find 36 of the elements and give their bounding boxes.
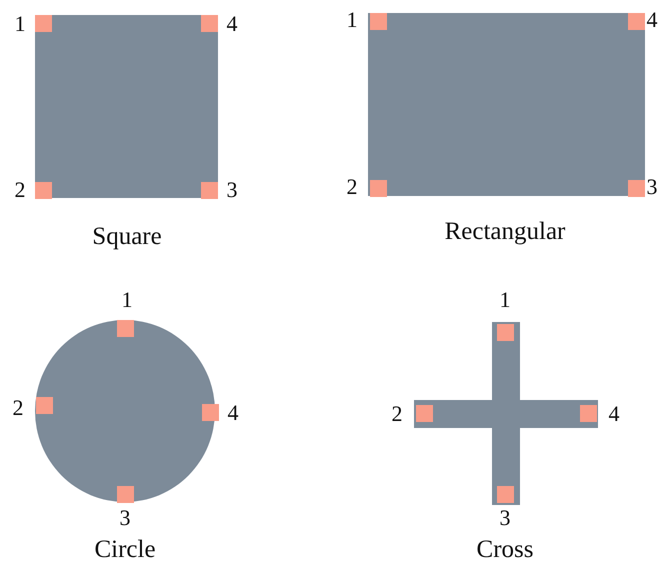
- contact-pad: [201, 15, 218, 32]
- contact-pad: [497, 486, 514, 503]
- pad-number: 4: [228, 401, 238, 425]
- contact-pad: [117, 486, 134, 503]
- contact-pad: [201, 182, 218, 199]
- pad-number: 1: [500, 288, 510, 312]
- shape-caption: Circle: [94, 536, 156, 564]
- pad-number: 2: [392, 402, 402, 426]
- shape-caption: Rectangular: [444, 218, 566, 246]
- pad-number: 4: [226, 12, 238, 36]
- pad-number: 2: [12, 396, 24, 420]
- contact-pad: [580, 405, 597, 422]
- pad-number: 1: [122, 288, 132, 312]
- contact-pad: [370, 13, 387, 30]
- contact-pad: [117, 320, 134, 337]
- contact-pad: [497, 324, 514, 341]
- contact-pad: [628, 13, 645, 30]
- pad-number: 2: [14, 178, 26, 202]
- contact-pad: [370, 180, 387, 197]
- shape-caption: Cross: [476, 536, 534, 564]
- shape-caption: Square: [92, 223, 162, 251]
- pad-number: 3: [226, 178, 238, 202]
- contact-pad: [202, 404, 219, 421]
- contact-pad: [416, 405, 433, 422]
- pad-number: 1: [346, 8, 358, 32]
- contact-pad: [35, 15, 52, 32]
- pad-number: 2: [346, 175, 358, 199]
- contact-pad: [36, 397, 53, 414]
- contact-pad: [35, 182, 52, 199]
- pad-number: 3: [120, 506, 130, 530]
- pad-number: 4: [608, 402, 620, 426]
- pad-number: 3: [646, 175, 658, 199]
- pad-number: 1: [14, 12, 26, 36]
- contact-pad: [628, 180, 645, 197]
- pad-number: 4: [646, 8, 658, 32]
- pad-number: 3: [500, 506, 510, 530]
